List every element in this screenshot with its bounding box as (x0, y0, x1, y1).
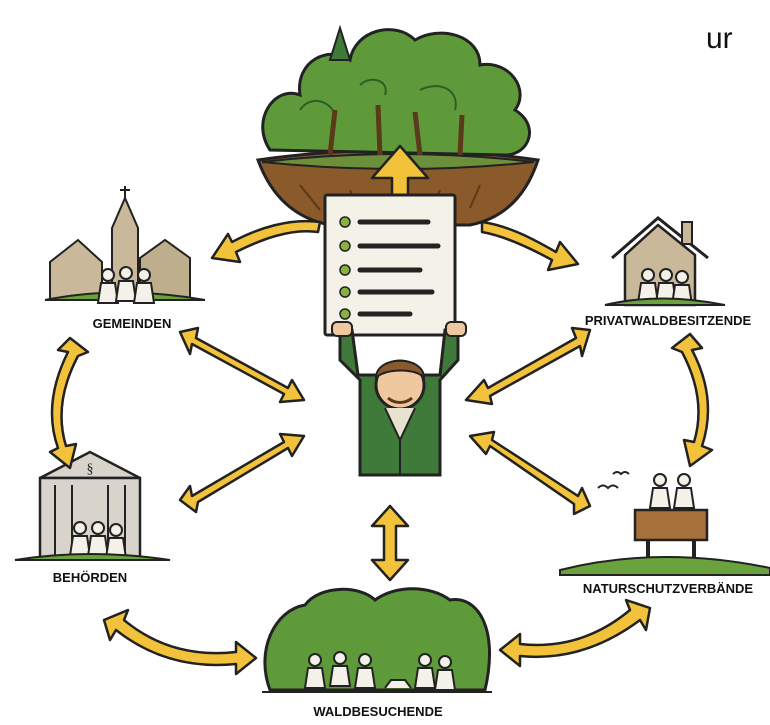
corner-text: ur (706, 22, 733, 55)
arrow-gemeinden-forester (178, 326, 306, 404)
arrow-forest-gemeinden (210, 219, 322, 264)
hikers-icon (262, 587, 492, 693)
arrow-privatwald-forester (464, 326, 592, 406)
arrow-behoerden-waldbesuchende (102, 608, 258, 676)
label-behoerden: BEHÖRDEN (53, 570, 127, 585)
svg-text:§: § (87, 462, 94, 477)
arrow-naturschutz-forester (468, 430, 592, 516)
arrow-privatwald-naturschutz (670, 332, 714, 468)
label-naturschutzverbaende: NATURSCHUTZVERBÄNDE (583, 581, 754, 596)
arrow-gemeinden-behoerden (48, 336, 90, 470)
label-waldbesuchende: WALDBESUCHENDE (313, 704, 443, 719)
label-gemeinden: GEMEINDEN (93, 316, 172, 331)
plan-document-icon (323, 193, 457, 337)
arrow-forester-waldbesuchende (370, 504, 410, 582)
birdwatching-tower-icon (559, 471, 770, 576)
arrow-behoerden-forester (178, 432, 306, 514)
forester-icon (331, 321, 467, 477)
village-church-icon (44, 186, 206, 304)
label-privatwaldbesitzende: PRIVATWALDBESITZENDE (585, 313, 752, 328)
arrow-forest-privatwald (480, 220, 580, 272)
arrow-naturschutz-waldbesuchende (498, 598, 652, 668)
house-family-icon (604, 216, 726, 307)
authority-building-icon: § (14, 450, 171, 561)
